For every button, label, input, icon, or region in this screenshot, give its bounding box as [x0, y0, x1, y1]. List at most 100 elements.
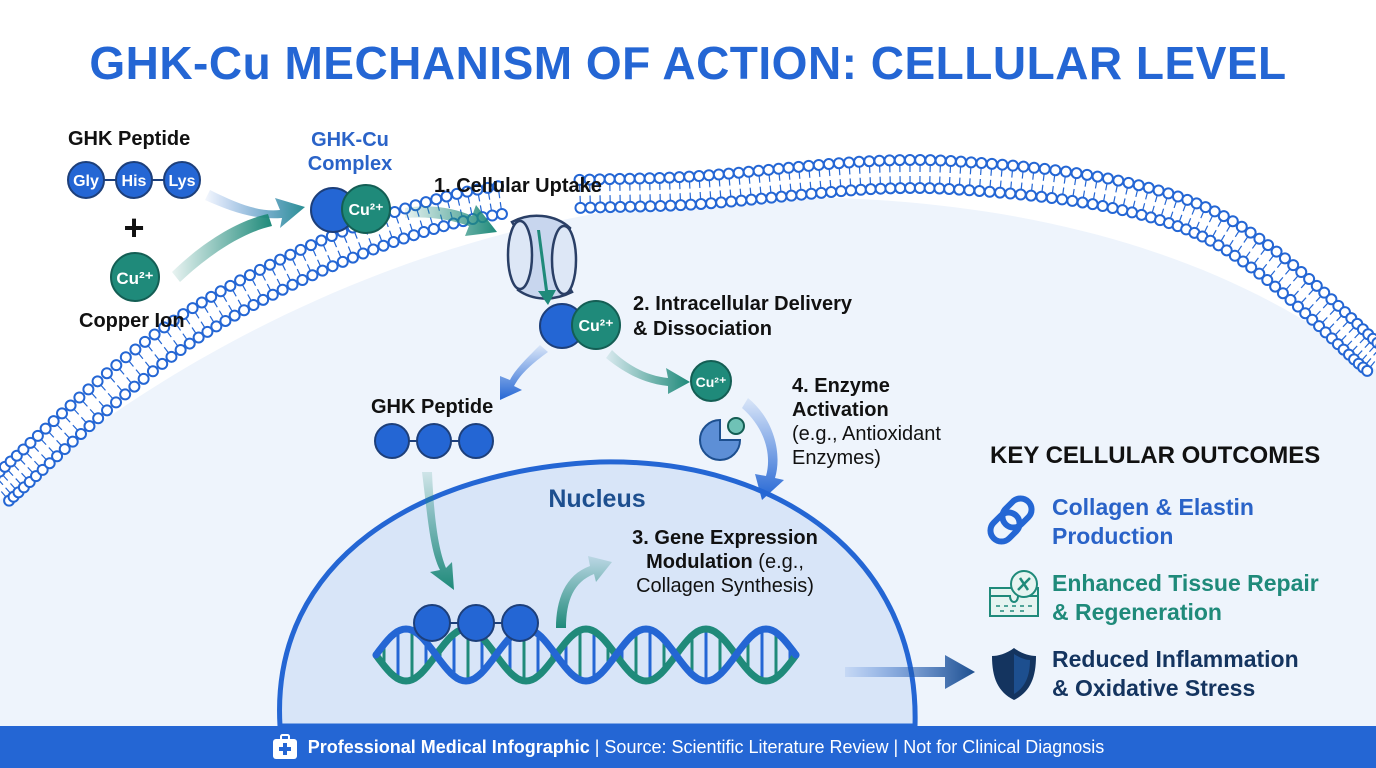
- lipid-head: [1269, 280, 1282, 293]
- lipid-head: [148, 328, 161, 341]
- lipid-head: [437, 220, 450, 233]
- lipid-head: [156, 357, 169, 370]
- lipid-head: [965, 156, 978, 169]
- lipid-head: [634, 200, 647, 213]
- lipid-head: [306, 269, 319, 282]
- lipid-head: [1045, 192, 1058, 205]
- lipid-head: [74, 427, 87, 440]
- outcome-line1: Reduced Inflammation: [1052, 646, 1299, 672]
- step4-line2: Activation: [792, 399, 889, 421]
- ghk-cu-complex: Cu²⁺: [310, 184, 391, 234]
- lipid-head: [694, 197, 707, 210]
- lipid-head: [305, 239, 318, 252]
- lipid-head: [137, 372, 150, 385]
- lipid-head: [883, 154, 896, 167]
- nucleus-label: Nucleus: [548, 485, 645, 513]
- lipid-head: [975, 157, 988, 170]
- lipid-head: [1318, 286, 1331, 299]
- lipid-head: [594, 201, 607, 214]
- lipid-head: [486, 209, 499, 222]
- lipid-head: [874, 182, 887, 195]
- lipid-head: [1014, 188, 1027, 201]
- lipid-head: [92, 412, 105, 425]
- lipid-head: [633, 172, 646, 185]
- outcome-item: Enhanced Tissue Repair & Regeneration: [1052, 569, 1319, 627]
- outcome-item: Collagen & Elastin Production: [1052, 493, 1254, 551]
- lipid-head: [417, 226, 430, 239]
- released-peptide: [374, 423, 494, 459]
- lipid-head: [47, 415, 60, 428]
- peptide-bound-to-dna: [413, 604, 539, 642]
- outcome-line2: & Oxidative Stress: [1052, 675, 1256, 701]
- lipid-head: [55, 407, 68, 420]
- lipid-head: [1228, 249, 1241, 262]
- step3-line3: Collagen Synthesis): [636, 575, 814, 597]
- lipid-head: [195, 296, 208, 309]
- lipid-head: [1028, 161, 1041, 174]
- lipid-head: [146, 365, 159, 378]
- lipid-head: [702, 169, 715, 182]
- lipid-head: [914, 153, 927, 166]
- lipid-head: [712, 168, 725, 181]
- lipid-head: [315, 234, 328, 247]
- lipid-head: [110, 359, 123, 372]
- lipid-head: [43, 457, 56, 470]
- step3-line1: 3. Gene Expression: [632, 527, 818, 549]
- lipid-head: [722, 167, 735, 180]
- lipid-head: [167, 314, 180, 327]
- lipid-head: [64, 399, 77, 412]
- shield-icon: [992, 648, 1036, 700]
- lipid-head: [367, 243, 380, 256]
- lipid-head: [274, 253, 287, 266]
- footer-bold-text: Professional Medical Infographic: [307, 736, 590, 757]
- lipid-head: [214, 285, 227, 298]
- lipid-head: [1237, 255, 1250, 268]
- lipid-tail: [1373, 351, 1376, 356]
- ghk-peptide-label: GHK Peptide: [68, 128, 191, 150]
- released-peptide-label: GHK Peptide: [371, 396, 494, 418]
- lipid-head: [603, 173, 616, 186]
- lipid-head: [263, 258, 276, 271]
- lipid-head: [1096, 200, 1109, 213]
- lipid-head: [495, 208, 508, 221]
- dna-strand-teal: [372, 625, 800, 685]
- lipid-head: [1270, 245, 1283, 258]
- lipid-head: [17, 443, 30, 456]
- lipid-head: [91, 375, 104, 388]
- lipid-head: [183, 337, 196, 350]
- plus-sign: +: [123, 207, 144, 248]
- lipid-head: [1066, 194, 1079, 207]
- lipid-head: [128, 380, 141, 393]
- complex-label: GHK-Cu Complex: [300, 128, 400, 176]
- lipid-head: [1310, 279, 1323, 292]
- step1-label: 1. Cellular Uptake: [434, 175, 602, 197]
- lipid-head: [177, 308, 190, 321]
- lipid-head: [110, 396, 123, 409]
- lipid-head: [934, 154, 947, 167]
- lipid-head: [138, 335, 151, 348]
- lipid-head: [1217, 210, 1230, 223]
- lipid-head: [644, 200, 657, 213]
- lipid-head: [903, 153, 916, 166]
- lipid-head: [812, 158, 825, 171]
- lipid-head: [1287, 259, 1300, 272]
- lipid-head: [913, 181, 926, 194]
- lipid-head: [745, 193, 758, 206]
- lipid-tail: [0, 480, 4, 486]
- outcomes-title: KEY CELLULAR OUTCOMES: [990, 442, 1321, 469]
- lipid-head: [894, 182, 907, 195]
- lipid-head: [884, 182, 897, 195]
- step4-line1: 4. Enzyme: [792, 375, 890, 397]
- lipid-head: [1303, 272, 1316, 285]
- step4-line3: (e.g., Antioxidant: [792, 423, 941, 445]
- lipid-head: [83, 420, 96, 433]
- lipid-head: [1235, 220, 1248, 233]
- step3-line2-bold: Modulation: [646, 551, 753, 573]
- lipid-head: [66, 435, 79, 448]
- step4-line4: Enzymes): [792, 447, 881, 469]
- page-title: GHK-Cu MECHANISM OF ACTION: CELLULAR LEV…: [89, 37, 1287, 89]
- lipid-head: [158, 321, 171, 334]
- lipid-head: [822, 158, 835, 171]
